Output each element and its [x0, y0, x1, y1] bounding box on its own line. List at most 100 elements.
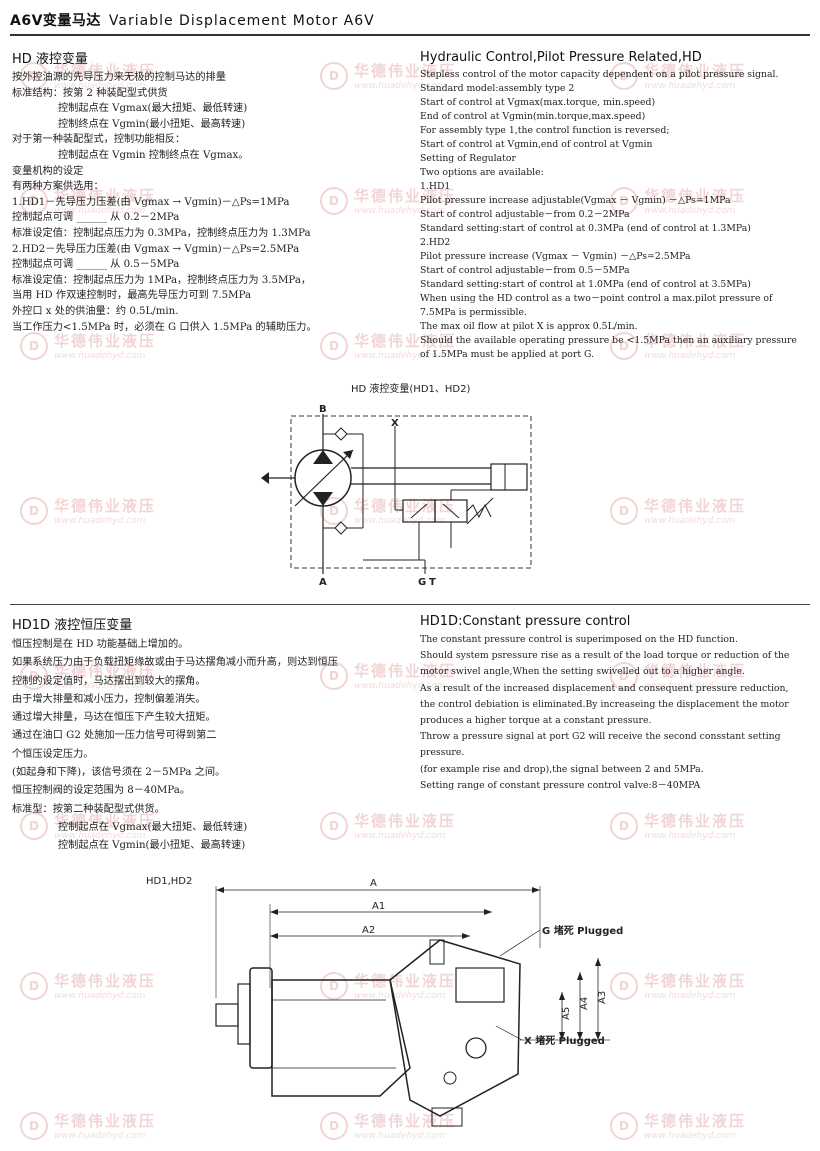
watermark-logo-icon: D	[20, 496, 48, 525]
dim-a2-label: A2	[362, 925, 375, 936]
check-valve-b	[334, 427, 348, 441]
watermark-url: www.huadehyd.com	[54, 351, 146, 361]
hd1d-en-line: Should system psressure rise as a result…	[420, 650, 790, 678]
hd-en-line: Standard setting:start of control at 0.3…	[420, 223, 751, 234]
hd1d-cn-line: 控制的设定值时，马达摆出到较大的摆角。	[12, 675, 206, 687]
hd-en-column: Hydraulic Control,Pilot Pressure Related…	[420, 50, 808, 362]
hd-cn-lines: 按外控油源的先导压力来无极的控制马达的排量 标准结构：按第 2 种装配型式供货 …	[12, 70, 407, 335]
schematic-outline	[290, 415, 532, 569]
hd1d-cn-line: 恒压控制是在 HD 功能基础上增加的。	[12, 639, 189, 650]
hd1d-en-line: The constant pressure control is superim…	[420, 634, 738, 645]
hd-en-line: Two options are available:	[420, 167, 544, 178]
title-en: Variable Displacement Motor A6V	[108, 13, 375, 29]
watermark-company: 华德伟业液压	[54, 497, 157, 515]
hd-schematic: HD 液控变量(HD1、HD2) B A X G T	[261, 382, 532, 588]
dim-a5-label: A5	[561, 1007, 572, 1020]
hd-cn-line: 按外控油源的先导压力来无极的控制马达的排量	[12, 72, 226, 83]
motor-triangle	[313, 450, 333, 464]
section-divider	[10, 604, 810, 605]
hd-en-line: Standard model:assembly type 2	[420, 83, 575, 94]
hd-en-line: Should the available operating pressure …	[420, 335, 797, 360]
hd-en-title: Hydraulic Control,Pilot Pressure Related…	[420, 50, 702, 65]
hd-cn-line: 有两种方案供选用：	[12, 181, 104, 193]
hd-en-line: Pilot pressure increase adjustable(Vgmax…	[420, 195, 731, 206]
hd-en-line: Setting of Regulator	[420, 153, 516, 164]
motor-shaft	[215, 1003, 239, 1027]
dim-a4-label: A4	[579, 997, 590, 1010]
dim-a1-label: A1	[372, 901, 385, 912]
hd-cn-line: 变量机构的设定	[12, 165, 84, 177]
hd1d-cn-line: (如起身和下降)，该信号须在 2－5MPa 之间。	[12, 767, 226, 779]
hd1d-en-line: As a result of the increased displacemen…	[420, 682, 789, 727]
hd1d-en-title: HD1D:Constant pressure control	[420, 614, 631, 629]
watermark-logo-icon: D	[610, 811, 638, 840]
bottom-port	[431, 1107, 463, 1127]
port-x-label: X	[391, 418, 399, 429]
hd-cn-line: 当用 HD 作双速控制时，最高先导压力可到 7.5MPa	[12, 290, 252, 302]
hd1d-en-line: Throw a pressure signal at port G2 will …	[420, 731, 781, 759]
hd-cn-line: 外控口 x 处的供油量：约 0.5L/min.	[12, 305, 179, 317]
hd-en-line: Start of control at Vgmax(max.torque, mi…	[420, 97, 656, 108]
hd-cn-line: 控制起点可调 ______ 从 0.5－5MPa	[12, 259, 180, 271]
dimension-drawing: HD1,HD2 A A1 A2 G 堵死 Plugged A3 A4 A5 X …	[146, 876, 623, 1127]
watermark-logo-icon: D	[610, 496, 638, 525]
hd1d-en-lines: The constant pressure control is superim…	[420, 632, 806, 794]
hd1d-cn-line: 控制起点在 Vgmin(最小扭矩、最高转速)	[58, 840, 246, 852]
hd-cn-line: 控制终点在 Vgmin(最小扭矩、最高转速)	[58, 118, 246, 130]
hd-en-line: Standard setting:start of control at 1.0…	[420, 279, 751, 290]
hd-cn-line: 标准设定值：控制起点压力为 1MPa，控制终点压力为 3.5MPa，	[12, 274, 312, 286]
hd-en-line: For assembly type 1,the control function…	[420, 125, 670, 136]
hd1d-cn-line: 通过在油口 G2 处施加一压力信号可得到第二	[12, 730, 217, 742]
x-plugged-label: X 堵死 Plugged	[524, 1034, 605, 1047]
hd1d-en-line: Setting range of constant pressure contr…	[420, 779, 701, 791]
control-block	[389, 939, 521, 1117]
watermark-url: www.huadehyd.com	[644, 516, 736, 526]
variable-arrow	[294, 449, 354, 507]
drawing-label: HD1,HD2	[146, 876, 192, 887]
hd-cn-column: HD 液控变量 按外控油源的先导压力来无极的控制马达的排量 标准结构：按第 2 …	[12, 48, 407, 335]
watermark-logo-icon: D	[20, 971, 48, 1000]
shaft-collar	[237, 983, 251, 1045]
hd-cn-line: 对于第一种装配型式，控制功能相反：	[12, 134, 186, 146]
watermark-logo-icon: D	[20, 1111, 48, 1140]
port-a-label: A	[319, 577, 327, 588]
hd-cn-line: 控制起点可调 ______ 从 0.2－2MPa	[12, 212, 180, 224]
hd-cn-title: HD 液控变量	[12, 52, 88, 67]
hd-en-line: The max oil flow at pilot X is approx 0.…	[420, 321, 638, 332]
hd-en-line: Stepless control of the motor capacity d…	[420, 69, 779, 80]
check-valve-a	[334, 521, 348, 535]
hd1d-cn-title: HD1D 液控恒压变量	[12, 618, 133, 633]
watermark-logo-icon: D	[20, 331, 48, 360]
port-t-label: T	[429, 577, 436, 588]
hd-en-line: Pilot pressure increase (Vgmax － Vgmin) …	[420, 251, 691, 262]
pilot-fitting	[429, 939, 445, 965]
hd1d-cn-column: HD1D 液控恒压变量 恒压控制是在 HD 功能基础上增加的。 如果系统压力由于…	[12, 614, 407, 856]
valve-spring	[466, 503, 492, 519]
mounting-flange	[249, 967, 273, 1069]
hd1d-cn-line: 控制起点在 Vgmax(最大扭矩、最低转速)	[58, 821, 248, 833]
hd1d-cn-line: 标准型：按第二种装配型式供货。	[12, 803, 165, 815]
hd-cn-line: 标准设定值：控制起点压力为 0.3MPa，控制终点压力为 1.3MPa	[12, 227, 311, 239]
hd-en-line: When using the HD control as a two－point…	[420, 293, 773, 318]
dim-a-label: A	[370, 878, 377, 889]
port-g-label: G	[418, 577, 426, 588]
dim-a3-label: A3	[597, 991, 608, 1004]
hd-en-line: Start of control adjustable－from 0.5－5MP…	[420, 265, 630, 276]
hd-cn-line: 1.HD1－先导压力压差(由 Vgmax → Vgmin)－△Ps=1MPa	[12, 196, 290, 208]
schematic-title: HD 液控变量(HD1、HD2)	[351, 382, 470, 395]
hd-cn-line: 控制起点在 Vgmax(最大扭矩、最低转速)	[58, 103, 248, 115]
watermark-url: www.huadehyd.com	[644, 831, 736, 841]
shaft-arrow	[261, 472, 269, 484]
hd-en-line: 2.HD2	[420, 237, 451, 248]
hd-cn-line: 2.HD2－先导压力压差(由 Vgmax → Vgmin)－△Ps=2.5MPa	[12, 243, 300, 255]
hd-en-line: 1.HD1	[420, 181, 451, 192]
motor-housing	[271, 979, 411, 1097]
watermark-company: 华德伟业液压	[644, 497, 747, 515]
